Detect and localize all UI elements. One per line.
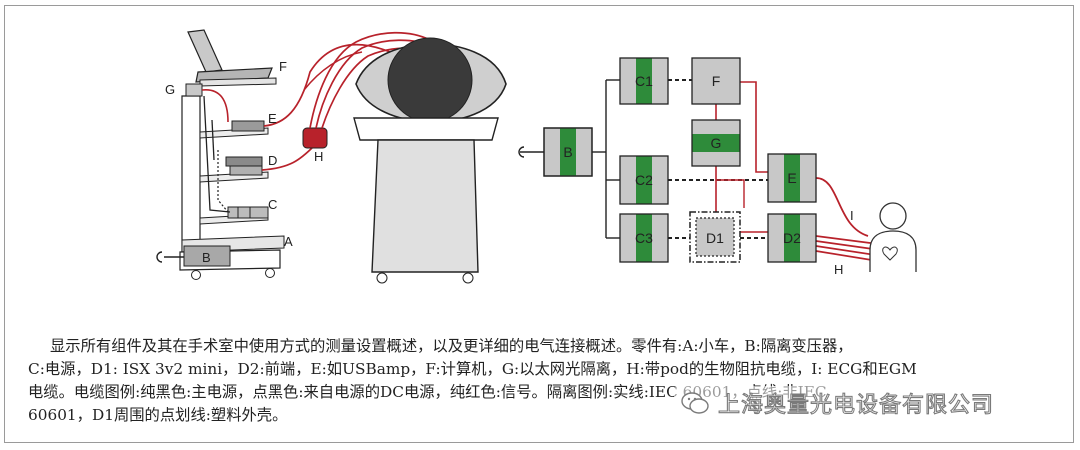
caption-line-1: 显示所有组件及其在手术室中使用方式的测量设置概述，以及更详细的电气连接概述。零件… <box>50 337 853 355</box>
figure-frame <box>4 5 1074 443</box>
cart-letter-labels: F G E D C A B H <box>165 59 323 265</box>
label-E: E <box>268 111 277 126</box>
watermark: 上海奥量光电设备有限公司 <box>674 386 1001 420</box>
caption-line-3: 电缆。电缆图例:纯黑色:主电源，点黑色:来自电源的DC电源，纯红色:信号。隔离图… <box>28 383 827 401</box>
block-E-label: E <box>787 170 796 186</box>
patient-and-table <box>353 37 507 284</box>
patient-icon <box>869 202 917 272</box>
block-F-label: F <box>712 73 721 89</box>
caption-line-2: C:电源，D1: ISX 3v2 mini，D2:前端，E:如USBamp，F:… <box>28 360 917 378</box>
label-G: G <box>165 82 175 97</box>
label-D: D <box>268 153 277 168</box>
block-D2-label: D2 <box>783 230 801 246</box>
cable-H-label: H <box>834 262 843 277</box>
block-D1-label: D1 <box>706 230 724 246</box>
label-H: H <box>314 149 323 164</box>
cable-I-label: I <box>850 208 854 223</box>
block-B-label: B <box>563 144 572 160</box>
watermark-text: 上海奥量光电设备有限公司 <box>717 392 995 418</box>
block-C1-label: C1 <box>635 73 653 89</box>
block-C2-label: C2 <box>635 172 653 188</box>
caption-line-4: 60601，D1周围的点划线:塑料外壳。 <box>28 406 288 424</box>
block-C3-label: C3 <box>635 230 653 246</box>
label-B: B <box>202 250 211 265</box>
label-F: F <box>279 59 287 74</box>
block-G-label: G <box>711 135 722 151</box>
setup-diagram: F G E D C A B H <box>156 29 917 284</box>
wechat-icon <box>681 392 709 414</box>
label-C: C <box>268 197 277 212</box>
label-A: A <box>284 234 293 249</box>
cart-illustration <box>156 29 437 280</box>
electrical-schematic: B C1 C2 C3 F G E D1 D2 I H <box>518 57 917 277</box>
figure-caption: 显示所有组件及其在手术室中使用方式的测量设置概述，以及更详细的电气连接概述。零件… <box>28 335 1058 427</box>
